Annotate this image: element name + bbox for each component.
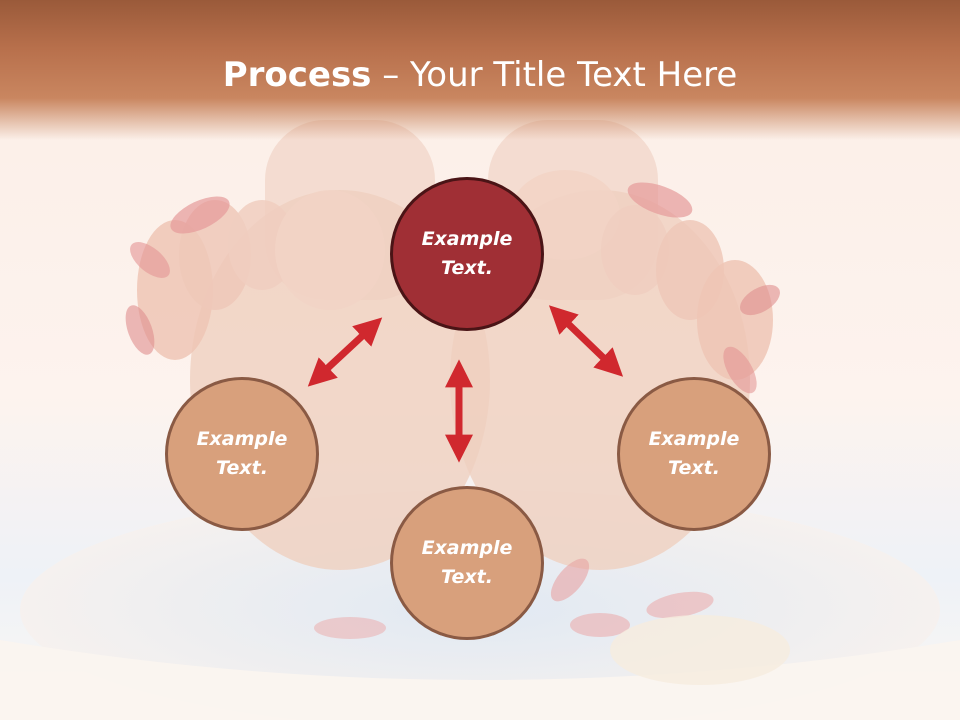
node-right: Example Text. xyxy=(617,377,771,531)
node-left: Example Text. xyxy=(165,377,319,531)
arrow-center-left xyxy=(307,317,383,387)
node-bottom: Example Text. xyxy=(390,486,544,640)
node-bottom-label: Example Text. xyxy=(421,537,513,588)
node-left-label: Example Text. xyxy=(196,428,288,479)
title-bold: Process xyxy=(222,55,372,95)
node-center: Example Text. xyxy=(390,177,544,331)
title-rest: – Your Title Text Here xyxy=(371,55,738,95)
slide-title: Process – Your Title Text Here xyxy=(0,52,960,98)
arrow-center-right xyxy=(548,305,624,377)
node-right-label: Example Text. xyxy=(648,428,740,479)
title-banner xyxy=(0,0,960,140)
node-center-label: Example Text. xyxy=(421,228,513,279)
